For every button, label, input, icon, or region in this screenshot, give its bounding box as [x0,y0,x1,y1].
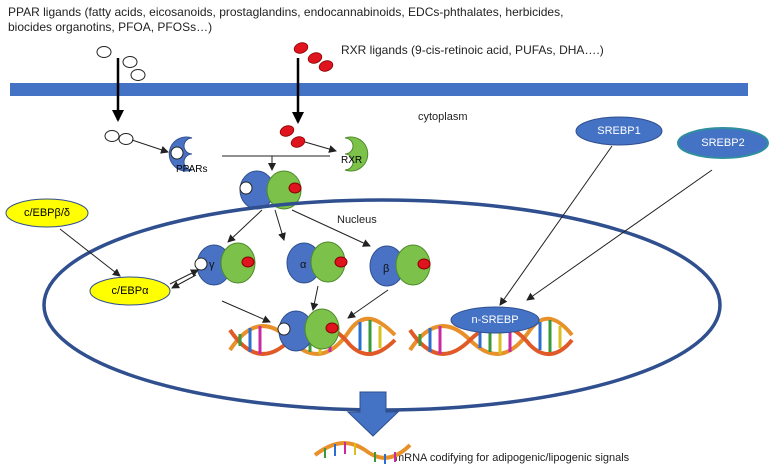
arrow-alpha-to-dna [310,285,319,311]
ppar-alpha-dimer [286,241,348,284]
srebp1-label: SREBP1 [597,125,640,137]
nucleus-membrane [42,198,722,412]
ppar-beta-dimer [369,244,431,287]
rxr-receptor [344,136,369,172]
ppars-receptor [168,136,193,172]
cebp-beta-delta-label: c/EBPβ/δ [24,207,70,219]
ppars-label: PPARs [176,164,208,175]
n-srebp-label: n-SREBP [471,314,518,326]
arrow-ligand-to-rxr [304,141,337,153]
rxr-ligands-text: RXR ligands (9-cis-retinoic acid, PUFAs,… [341,43,604,57]
arrow-srebp1-to-nsrebp [499,145,613,306]
mrna-strand [313,441,412,464]
ppar-ligand-circles-outside [96,46,146,81]
dna-bound-dimer [277,308,340,352]
srebp2-label: SREBP2 [701,137,744,149]
n-srebp-oval [450,306,540,334]
cytoplasm-label: cytoplasm [418,111,468,123]
arrow-gamma-to-dna [221,300,271,323]
arrow-to-gamma [227,209,263,243]
srebp1-oval [575,116,663,146]
arrow-gamma-to-cebp-a [171,274,197,289]
arrow-to-beta [291,209,371,247]
cebp-beta-delta-oval [5,198,89,228]
arrow-srebp2-to-nsrebp [526,169,713,301]
arrow-cebp-bd-to-cebp-a [59,228,121,277]
ppar-ligands-text-line2: biocides organotins, PFOA, PFOSs…) [8,20,213,34]
cebp-alpha-label: c/EBPα [112,285,150,297]
cell-membrane [10,83,748,96]
transcription-arrow [346,391,400,437]
rxr-ligand-ovals-inside [279,125,306,148]
srebp2-oval [677,127,769,159]
mrna-label: mRNA codifying for adipogenic/lipogenic … [395,452,630,464]
ppar-ligands-text-line1: PPAR ligands (fatty acids, eicosanoids, … [8,5,564,19]
rxr-label: RXR [341,155,362,166]
beta-label: β [383,263,389,275]
arrow-to-alpha [274,209,286,241]
ppar-ligand-circles-inside [104,130,134,145]
arrow-ligand-to-ppar [131,139,169,154]
rxr-ligand-ovals-outside [293,42,334,72]
arrow-beta-to-dna [347,289,389,319]
heterodimer-cytoplasm [239,170,302,210]
alpha-label: α [300,259,307,271]
ppar-gamma-dimer [194,242,256,286]
nucleus-label: Nucleus [337,214,377,226]
gamma-label: γ [209,259,215,271]
cebp-alpha-oval [89,276,171,306]
